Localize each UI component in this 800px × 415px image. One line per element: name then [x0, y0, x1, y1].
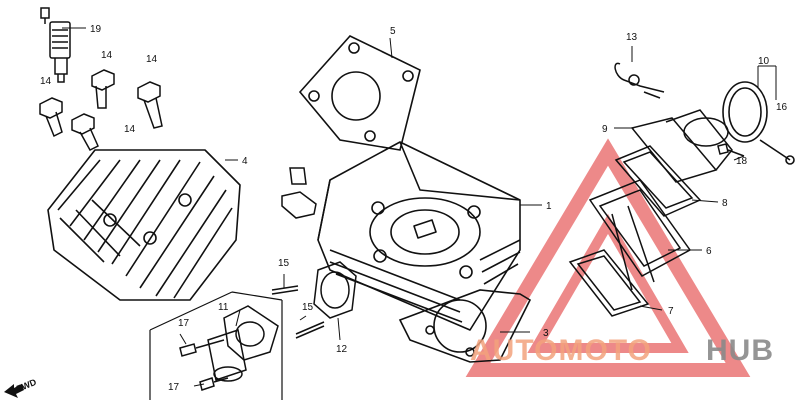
bolt-18 — [717, 143, 745, 157]
callout-16: 16 — [776, 102, 788, 113]
bolt-3 — [39, 97, 63, 138]
callout-6: 6 — [706, 246, 712, 257]
exhaust-bolts — [179, 339, 229, 391]
bolt-1 — [91, 69, 115, 109]
callout-18: 18 — [736, 156, 748, 167]
callout-15-b: 15 — [302, 302, 314, 313]
bolt-2 — [137, 81, 163, 129]
watermark-text-automoto: AUTOMOTO — [470, 334, 652, 367]
callout-14-d: 14 — [124, 124, 136, 135]
callout-7: 7 — [668, 306, 674, 317]
base-gasket — [398, 289, 532, 363]
watermark-text-hub: HUB — [706, 334, 774, 367]
callout-11: 11 — [218, 302, 229, 313]
callout-14-a: 14 — [101, 50, 113, 61]
fwd-indicator: FWD — [4, 377, 38, 398]
exhaust-gasket — [313, 261, 357, 319]
callout-3: 3 — [543, 328, 549, 339]
callout-9: 9 — [602, 124, 608, 135]
callout-10: 10 — [758, 56, 770, 67]
callout-4: 4 — [242, 156, 248, 167]
callout-17-a: 17 — [178, 318, 190, 329]
head-bolts — [39, 69, 163, 151]
fwd-label: FWD — [15, 377, 38, 394]
bolt-4 — [71, 113, 99, 151]
watermark-triangle — [465, 138, 751, 377]
callout-13: 13 — [626, 32, 638, 43]
studs — [271, 285, 325, 339]
callout-14-c: 14 — [40, 76, 52, 87]
spring-clip — [614, 62, 665, 99]
reed-gasket-7 — [568, 249, 650, 317]
callout-14-b: 14 — [146, 54, 158, 65]
hose-clamp — [722, 81, 795, 165]
callout-8: 8 — [722, 198, 728, 209]
callout-5: 5 — [390, 26, 396, 37]
cylinder-head — [47, 149, 241, 301]
spark-plug — [40, 7, 71, 83]
callout-1: 1 — [546, 201, 552, 212]
callout-17-b: 17 — [168, 382, 180, 393]
fwd-arrow-icon — [4, 384, 24, 398]
callout-12: 12 — [336, 344, 348, 355]
cylinder-block — [317, 141, 521, 331]
leader-lines — [62, 27, 777, 387]
head-gasket — [298, 35, 421, 151]
callout-19: 19 — [90, 24, 102, 35]
watermark-logo: AUTOMOTO HUB — [470, 334, 774, 367]
exhaust-flange — [207, 305, 279, 382]
intake-manifold — [630, 109, 733, 183]
rubber-damper — [281, 167, 317, 219]
inset-box-line — [149, 291, 283, 400]
callout-numbers: 1 3 4 5 6 7 8 9 10 11 12 13 14 14 14 14 … — [40, 24, 788, 393]
reed-gasket-8 — [614, 145, 702, 217]
callout-15-a: 15 — [278, 258, 290, 269]
